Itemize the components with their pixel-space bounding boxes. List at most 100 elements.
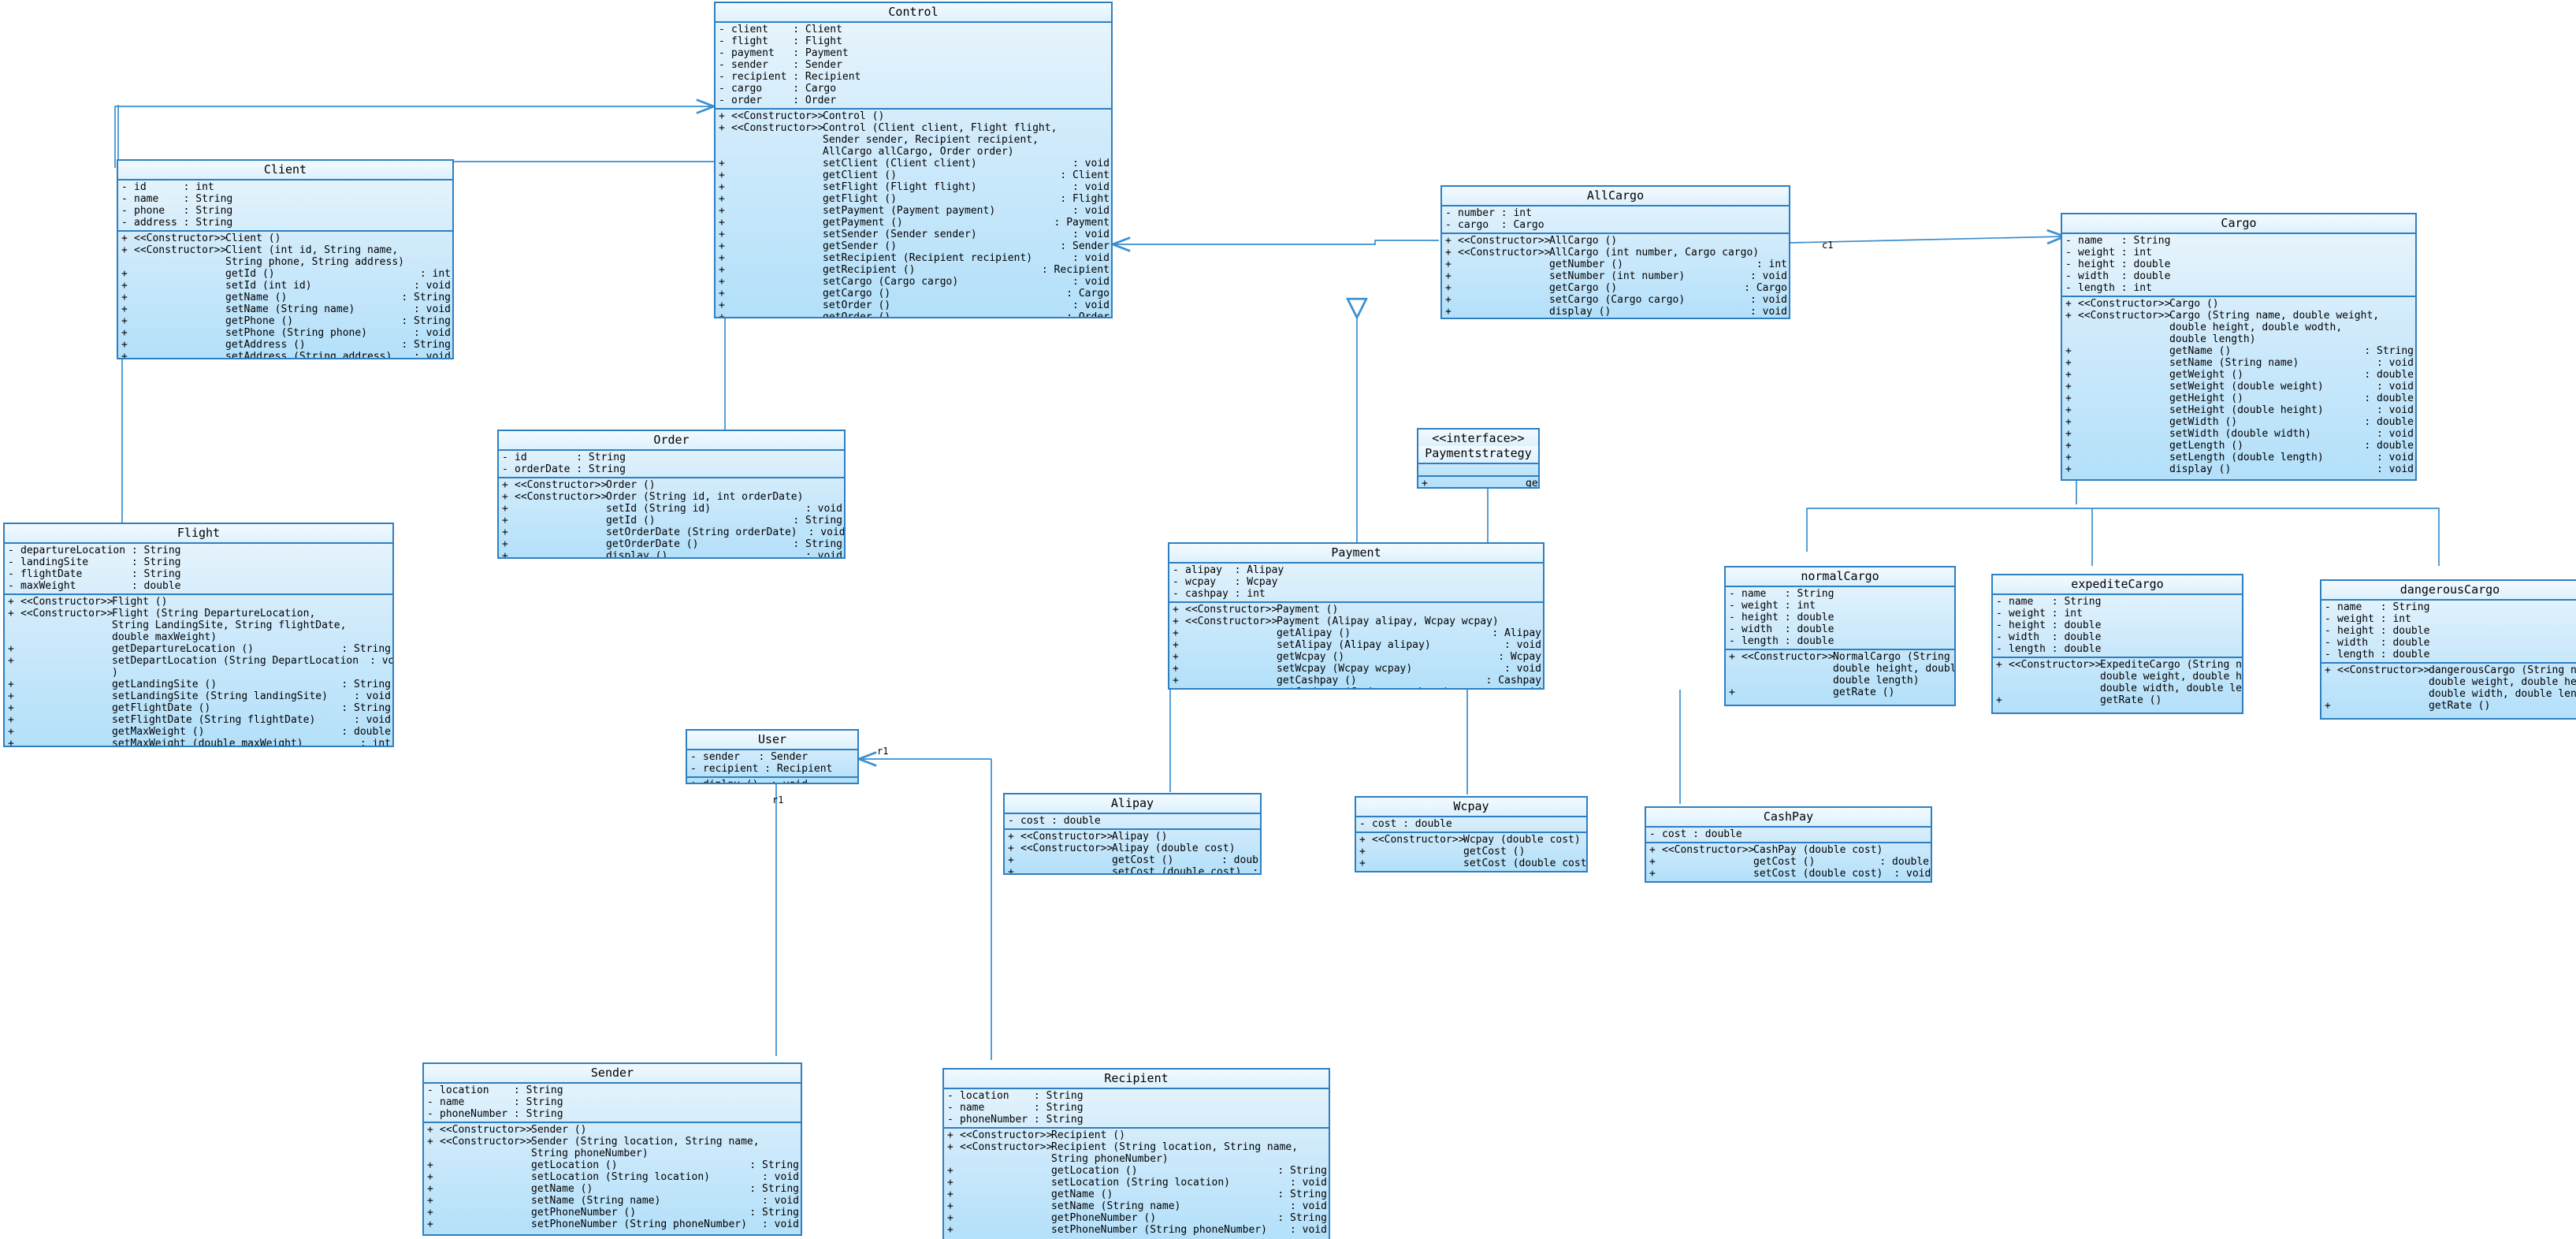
class-box-payment[interactable]: Payment -alipay : Alipay-wcpay : Wcpay-c… xyxy=(1168,542,1544,690)
return-type: : Recipient xyxy=(1041,264,1110,276)
attribute-name: orderDate xyxy=(515,463,577,475)
return-type: : Client xyxy=(1060,169,1110,181)
operation-row: +<<Constructor>>AllCargo () xyxy=(1442,235,1789,247)
operation-row: +setOrderDate (String orderDate): void xyxy=(499,526,844,538)
class-box-sender[interactable]: Sender -location : String-name : String-… xyxy=(422,1062,802,1236)
visibility-marker: + xyxy=(8,608,14,620)
visibility-marker: - xyxy=(427,1108,433,1120)
return-type: : void xyxy=(808,526,846,538)
operation-signature: Cargo () xyxy=(2169,298,2219,310)
attribute-name: location xyxy=(440,1085,514,1096)
operation-signature-continued: double maxWeight) xyxy=(112,631,217,643)
operations-compartment: +<<Constructor>>CashPay (double cost)+ge… xyxy=(1646,843,1931,881)
class-box-normalcargo[interactable]: normalCargo -name : String-weight : int-… xyxy=(1724,566,1956,706)
operation-row: +setSender (Sender sender): void xyxy=(716,229,1111,240)
class-box-control[interactable]: Control -client : Client-flight : Flight… xyxy=(714,2,1113,318)
operation-signature: Control () xyxy=(823,110,885,122)
class-box-paymentstrategy[interactable]: <<interface>> Paymentstrategy +getCost (… xyxy=(1417,428,1540,489)
attribute-type: : String xyxy=(183,205,233,217)
attribute-name: length xyxy=(2009,643,2052,655)
return-type: : void xyxy=(414,280,451,292)
class-title: expediteCargo xyxy=(1993,575,2242,595)
constructor-stereotype xyxy=(2078,369,2169,381)
constructor-stereotype xyxy=(134,303,225,315)
attribute-name: name xyxy=(2337,601,2381,613)
operation-row: +setId (String id): void xyxy=(499,503,844,515)
visibility-marker: + xyxy=(1445,235,1452,247)
constructor-stereotype xyxy=(134,280,225,292)
class-box-cashpay[interactable]: CashPay -cost : double +<<Constructor>>C… xyxy=(1645,806,1932,883)
class-box-expeditecargo[interactable]: expediteCargo -name : String-weight : in… xyxy=(1991,574,2243,714)
operation-signature-continued: String phone, String address) xyxy=(225,256,404,268)
operation-row: +<<Constructor>>CashPay (double cost) xyxy=(1646,844,1931,856)
constructor-stereotype xyxy=(20,714,112,726)
return-type: : void xyxy=(2377,452,2414,463)
attribute-name: landingSite xyxy=(20,556,132,568)
operation-signature-continued: Sender sender, Recipient recipient, xyxy=(823,134,1039,146)
constructor-stereotype: <<Constructor>> xyxy=(134,244,227,256)
operation-row: +getCost () : double xyxy=(1418,478,1538,487)
operation-row: +setFlight (Flight flight): void xyxy=(716,181,1111,193)
operation-row: +<<Constructor>>Sender (String location,… xyxy=(424,1136,801,1148)
constructor-stereotype: <<Constructor>> xyxy=(2078,298,2171,310)
attributes-compartment: -name : String-weight : int-height : dou… xyxy=(1993,595,2242,658)
operation-row: +getLength (): double xyxy=(2062,440,2415,452)
return-type: : String xyxy=(793,515,842,526)
attribute-row: -location : String xyxy=(424,1085,801,1096)
operation-signature: Recipient (String location, String name, xyxy=(1051,1141,1299,1153)
constructor-stereotype xyxy=(731,169,823,181)
attributes-compartment: -sender : Sender-recipient : Recipient xyxy=(687,750,857,778)
constructor-stereotype xyxy=(440,1195,531,1207)
attribute-name: width xyxy=(2078,270,2121,282)
constructor-stereotype xyxy=(515,515,606,526)
class-box-wcpay[interactable]: Wcpay -cost : double +<<Constructor>>Wcp… xyxy=(1355,796,1588,873)
class-box-recipient[interactable]: Recipient -location : String-name : Stri… xyxy=(942,1068,1330,1239)
return-type: : String xyxy=(749,1183,799,1195)
visibility-marker: - xyxy=(2065,282,2072,294)
operation-row: +getWidth (): double xyxy=(2062,416,2415,428)
operation-row: +getAlipay (): Alipay xyxy=(1169,627,1543,639)
operation-row: +<<Constructor>>Flight () xyxy=(5,596,392,608)
class-box-client[interactable]: Client -id : int-name : String-phone : S… xyxy=(117,159,454,359)
visibility-marker: + xyxy=(8,643,14,655)
return-type: : String xyxy=(749,1207,799,1219)
operation-row: +<<Constructor>>Recipient () xyxy=(944,1129,1329,1141)
class-box-cargo[interactable]: Cargo -name : String-weight : int-height… xyxy=(2061,213,2417,481)
operation-signature: getLocation () xyxy=(1051,1165,1138,1177)
visibility-marker: + xyxy=(427,1124,433,1136)
class-box-order[interactable]: Order -id : String-orderDate : String +<… xyxy=(497,430,846,559)
visibility-marker: - xyxy=(1729,635,1735,647)
operation-signature: setAddress (String address) xyxy=(225,351,392,359)
constructor-stereotype xyxy=(20,738,112,746)
return-type: : void xyxy=(1072,181,1110,193)
operation-row: +setWeight (double weight): void xyxy=(2062,381,2415,393)
class-box-allcargo[interactable]: AllCargo -number : int-cargo : Cargo +<<… xyxy=(1440,185,1790,319)
attribute-type: : Wcpay xyxy=(1234,576,1278,588)
attribute-type: : String xyxy=(1033,1090,1084,1102)
visibility-marker: - xyxy=(502,463,508,475)
visibility-marker: - xyxy=(121,217,128,229)
operation-row: +setCost (double cost) xyxy=(1356,858,1586,869)
operation-row: +<<Constructor>>Flight (String Departure… xyxy=(5,608,392,620)
return-type: : void xyxy=(2377,404,2414,416)
class-box-alipay[interactable]: Alipay -cost : double +<<Constructor>>Al… xyxy=(1003,793,1262,875)
class-box-user[interactable]: User -sender : Sender-recipient : Recipi… xyxy=(686,729,859,784)
operation-signature: getWeight () xyxy=(2169,369,2243,381)
operation-row: +setFlightDate (String flightDate): void xyxy=(5,714,392,726)
class-box-flight[interactable]: Flight -departureLocation : String-landi… xyxy=(3,523,394,747)
visibility-marker: + xyxy=(719,240,725,252)
visibility-marker: + xyxy=(1445,306,1452,318)
operation-row: +setLocation (String location): void xyxy=(944,1177,1329,1189)
class-box-dangerouscargo[interactable]: dangerousCargo -name : String-weight : i… xyxy=(2320,579,2576,720)
return-type: : void xyxy=(1493,686,1541,688)
operation-signature: setAlipay (Alipay alipay) xyxy=(1277,639,1431,651)
operation-signature: getCost () xyxy=(1463,846,1526,858)
operation-signature: setOrder () xyxy=(823,300,891,311)
attribute-row: -weight : int xyxy=(2321,613,2576,625)
operation-row: +getPayment (): Payment xyxy=(716,217,1111,229)
attribute-row: -orderDate : String xyxy=(499,463,844,475)
attribute-row: -client : Client xyxy=(716,24,1111,35)
constructor-stereotype xyxy=(440,1219,531,1230)
operation-signature: getRate () xyxy=(1833,686,1895,698)
